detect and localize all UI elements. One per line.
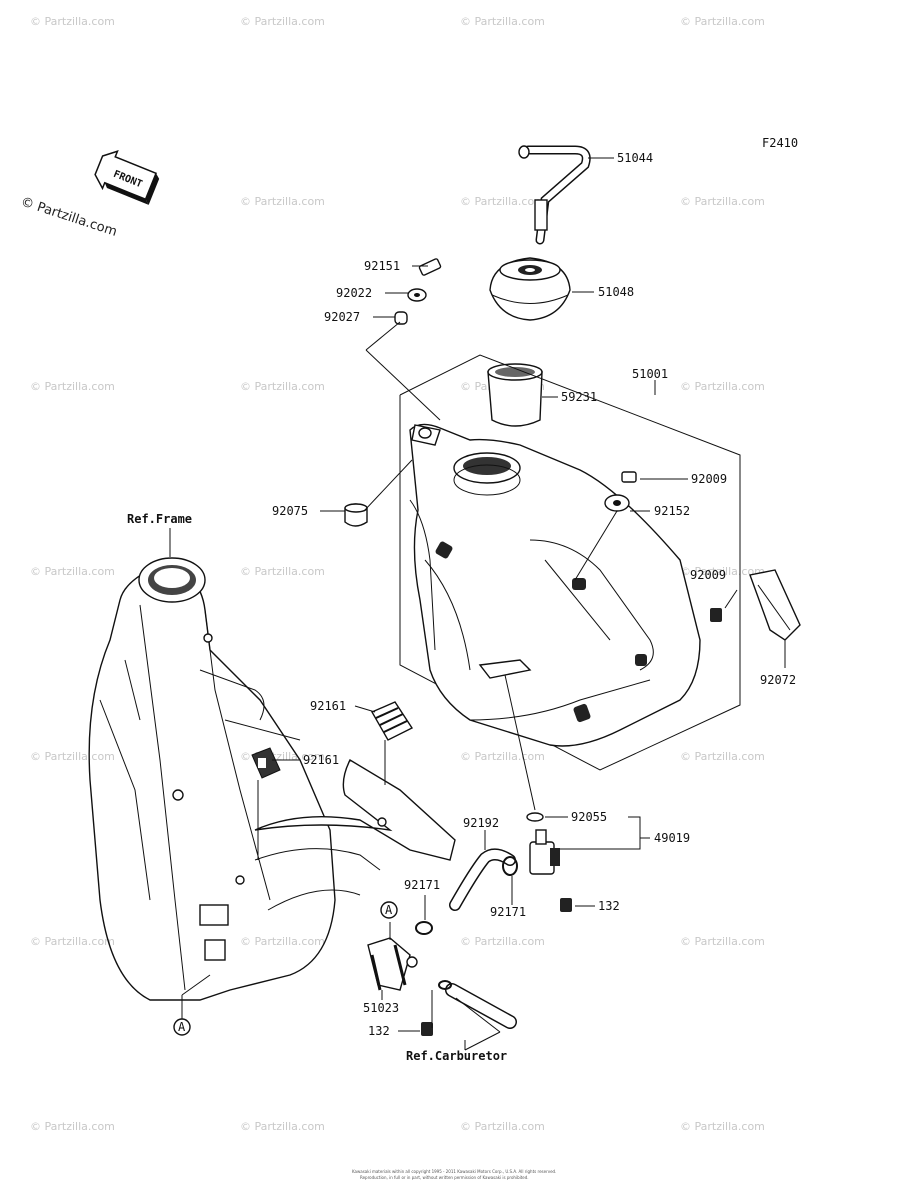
copyright-line-1: Kawasaki materials within all copyright … [352, 1169, 556, 1174]
breather-hose-51044 [518, 145, 591, 245]
watermark-tile: © Partzilla.com [460, 195, 545, 208]
watermark-tile: © Partzilla.com [680, 565, 765, 578]
diagram-code: F2410 [762, 136, 798, 150]
part-label-92161-lower: 92161 [303, 753, 339, 767]
watermark-tile: © Partzilla.com [30, 15, 115, 28]
part-label-92055: 92055 [571, 810, 607, 824]
bolt-132-lower [421, 1022, 433, 1036]
bolt-92009 [621, 471, 637, 483]
pad-92161-lower [251, 747, 281, 779]
carburetor-hose [438, 980, 517, 1029]
pad-92161-upper [371, 701, 414, 741]
fuel-cap-51048 [489, 257, 571, 321]
ref-carburetor-label: Ref.Carburetor [406, 1049, 507, 1063]
part-label-92075: 92075 [272, 504, 308, 518]
watermark-tile: © Partzilla.com [30, 1120, 115, 1133]
part-label-92022: 92022 [336, 286, 372, 300]
part-label-59231: 59231 [561, 390, 597, 404]
watermark-tile: © Partzilla.com [460, 1120, 545, 1133]
bracket-92072 [749, 569, 801, 641]
watermark-tile: © Partzilla.com [30, 750, 115, 763]
filter-59231 [487, 363, 543, 427]
leader-lines [169, 157, 786, 1051]
watermark-tile: © Partzilla.com [460, 750, 545, 763]
bolt-92151 [418, 258, 442, 276]
marker-a-label: A [178, 1020, 186, 1034]
watermark-tile: © Partzilla.com [460, 935, 545, 948]
part-label-132-lower: 132 [368, 1024, 390, 1038]
part-label-92072: 92072 [760, 673, 796, 687]
fuel-hose-92192 [449, 848, 516, 911]
marker-a-label: A [385, 903, 393, 917]
watermark-tile: © Partzilla.com [240, 565, 325, 578]
watermark-tile: © Partzilla.com [240, 935, 325, 948]
part-label-49019: 49019 [654, 831, 690, 845]
part-label-92152: 92152 [654, 504, 690, 518]
reference-marker-a-lower: A [173, 1018, 191, 1036]
part-label-51001: 51001 [632, 367, 668, 381]
part-labels: 51044 92151 92022 51048 92027 51001 5923… [272, 151, 796, 1038]
part-label-92151: 92151 [364, 259, 400, 273]
watermark-tile: © Partzilla.com [30, 380, 115, 393]
watermark-tile: © Partzilla.com [680, 935, 765, 948]
watermark-tile: © Partzilla.com [680, 195, 765, 208]
part-label-92192: 92192 [463, 816, 499, 830]
washer-92152 [604, 494, 630, 512]
watermark-tile: © Partzilla.com [30, 565, 115, 578]
part-label-92009-rear: 92009 [690, 568, 726, 582]
collar-92027 [394, 311, 408, 325]
watermark-tile: © Partzilla.com [240, 1120, 325, 1133]
part-label-132-upper: 132 [598, 899, 620, 913]
part-label-92027: 92027 [324, 310, 360, 324]
ref-frame-label: Ref.Frame [127, 512, 192, 526]
part-label-92161-upper: 92161 [310, 699, 346, 713]
bolt-132-upper [560, 898, 572, 912]
reference-marker-a-upper: A [380, 901, 398, 919]
fuel-tank-51001 [409, 423, 701, 747]
part-label-92171-left: 92171 [404, 878, 440, 892]
washer-92022 [407, 288, 427, 302]
part-label-51044: 51044 [617, 151, 653, 165]
watermark-tile: © Partzilla.com [460, 15, 545, 28]
clamp-92171-lower [415, 921, 433, 935]
oring-92055 [526, 812, 544, 822]
watermark-tile: © Partzilla.com [240, 380, 325, 393]
frame-section [88, 557, 336, 1001]
watermark-tile: © Partzilla.com [240, 195, 325, 208]
watermark-tile: © Partzilla.com [680, 380, 765, 393]
part-label-92171-right: 92171 [490, 905, 526, 919]
watermark-tile: © Partzilla.com [240, 15, 325, 28]
fitting-51023 [367, 937, 418, 991]
watermark-tile: © Partzilla.com [680, 1120, 765, 1133]
part-label-92009: 92009 [691, 472, 727, 486]
tank-group-boundary [399, 354, 741, 771]
part-label-51023: 51023 [363, 1001, 399, 1015]
front-arrow-icon: FRONT [94, 150, 160, 205]
watermark-tile: © Partzilla.com [680, 750, 765, 763]
grommet-92075 [344, 503, 368, 527]
part-label-51048: 51048 [598, 285, 634, 299]
fuel-cock-49019 [529, 829, 560, 875]
clamp-92171-upper [502, 856, 518, 876]
airbox-section [254, 759, 456, 911]
watermark-tile: © Partzilla.com [30, 935, 115, 948]
watermark-tile: © Partzilla.com [680, 15, 765, 28]
bolt-92009-rear [710, 608, 722, 622]
partzilla-watermark: © Partzilla.com [19, 195, 119, 240]
copyright-line-2: Reproduction, in full or in part, withou… [360, 1175, 529, 1180]
